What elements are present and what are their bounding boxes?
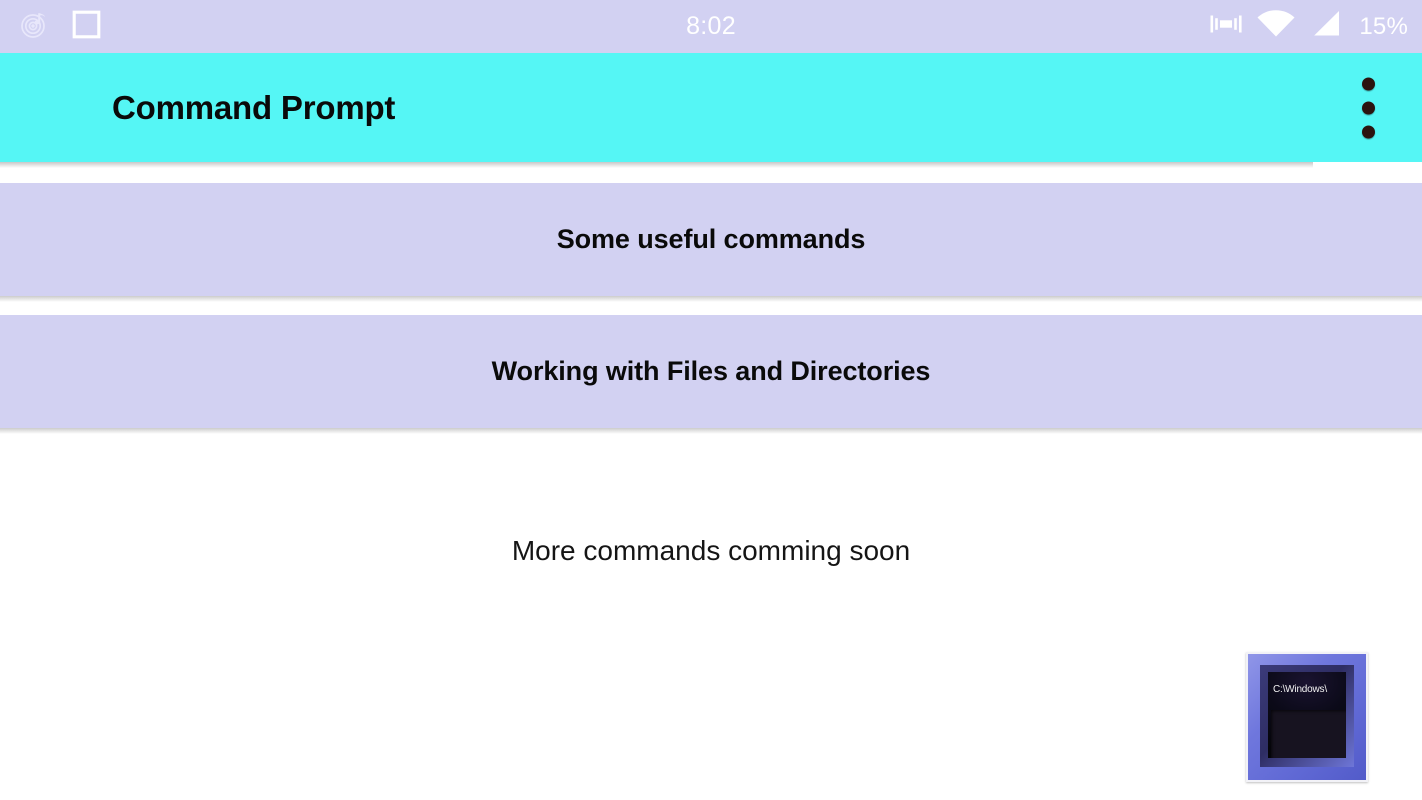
app-bar: Command Prompt (0, 53, 1422, 162)
more-options-button[interactable] (1358, 73, 1379, 142)
status-bar-system-icons: 15% (1209, 9, 1408, 44)
cellular-signal-icon (1309, 9, 1343, 44)
status-bar: 8:02 (0, 0, 1422, 53)
coming-soon-text: More commands comming soon (511, 535, 911, 566)
more-options-dot-icon (1362, 125, 1375, 138)
list-item-some-useful-commands[interactable]: Some useful commands (0, 183, 1422, 302)
command-prompt-icon-screen-lower (1271, 710, 1346, 758)
status-bar-notification-icons (20, 9, 101, 44)
command-prompt-icon-bezel: C:\Windows\ (1260, 665, 1354, 767)
status-bar-clock: 8:02 (686, 12, 736, 40)
more-options-dot-icon (1362, 101, 1375, 114)
command-prompt-icon-path-text: C:\Windows\ (1273, 684, 1327, 695)
card-title: Working with Files and Directories (491, 356, 931, 386)
app-bar-title: Command Prompt (112, 88, 396, 126)
list-item-working-with-files-and-directories[interactable]: Working with Files and Directories (0, 315, 1422, 434)
square-notification-icon (72, 10, 101, 44)
music-note-icon (20, 9, 50, 44)
more-options-dot-icon (1362, 77, 1375, 90)
vibrate-mode-icon (1209, 9, 1243, 44)
command-prompt-icon: C:\Windows\ (1246, 652, 1368, 782)
command-prompt-icon-screen: C:\Windows\ (1268, 672, 1346, 758)
battery-percentage: 15% (1359, 12, 1408, 40)
app-bar-shadow (0, 162, 1313, 168)
card-title: Some useful commands (556, 224, 866, 254)
wifi-icon (1256, 9, 1296, 44)
